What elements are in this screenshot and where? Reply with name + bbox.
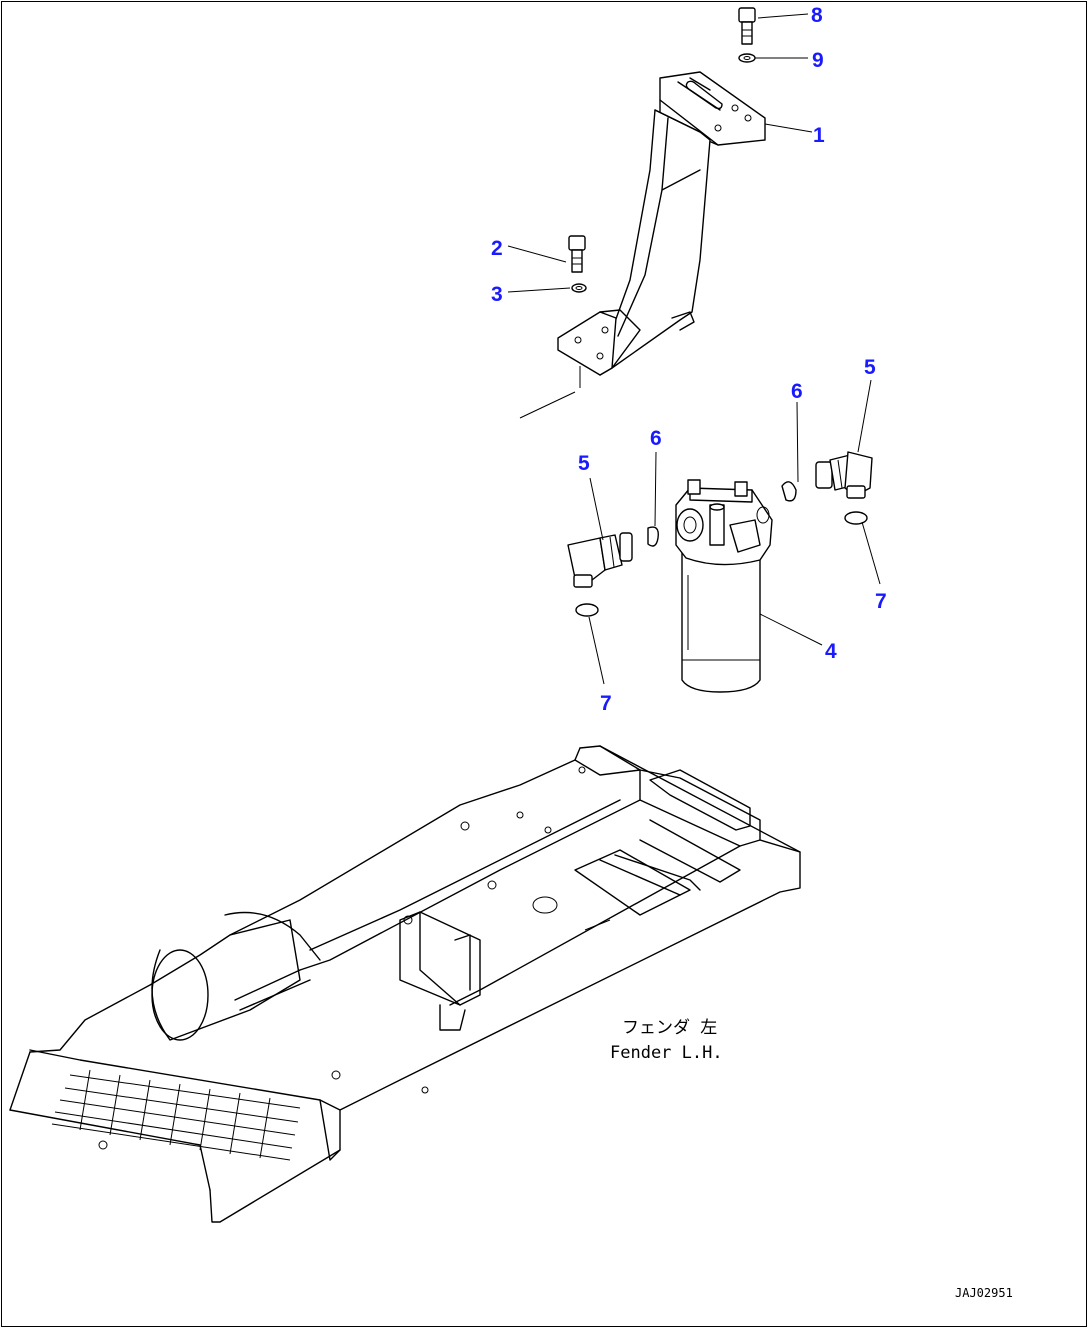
drawing-code: JAJ02951 (955, 1286, 1013, 1300)
callout-7-right: 7 (875, 590, 887, 613)
callout-3: 3 (491, 283, 503, 306)
callout-4: 4 (825, 640, 837, 663)
bolt-8 (738, 7, 756, 45)
bolt-2 (568, 235, 586, 273)
o-ring-7-right (844, 511, 868, 525)
fender-note-ja: フェンダ 左 (622, 1018, 717, 1038)
callout-6-right: 6 (791, 380, 803, 403)
elbow-fitting-5-left (567, 532, 633, 588)
callout-2: 2 (491, 237, 503, 260)
washer-3 (571, 283, 587, 293)
callout-1: 1 (813, 124, 825, 147)
callout-6-left: 6 (650, 427, 662, 450)
callout-numbers: 8 9 1 2 3 5 6 5 6 7 4 7 (491, 4, 887, 715)
callout-5-left: 5 (578, 452, 590, 475)
o-ring-6-left (647, 526, 659, 547)
leader-lines (507, 13, 881, 685)
elbow-fitting-5-right (815, 451, 873, 499)
bracket-1 (519, 71, 766, 419)
step-grating-holes (51, 1069, 301, 1161)
o-ring-6-right (781, 481, 797, 502)
callout-7-left: 7 (600, 692, 612, 715)
filter-4 (675, 479, 773, 693)
callout-9: 9 (812, 49, 824, 72)
callout-8: 8 (811, 4, 823, 27)
o-ring-7-left (575, 603, 599, 617)
fender-lh (9, 745, 801, 1223)
washer-9 (738, 53, 756, 63)
fender-note-en: Fender L.H. (610, 1043, 723, 1063)
callout-5-right: 5 (864, 356, 876, 379)
